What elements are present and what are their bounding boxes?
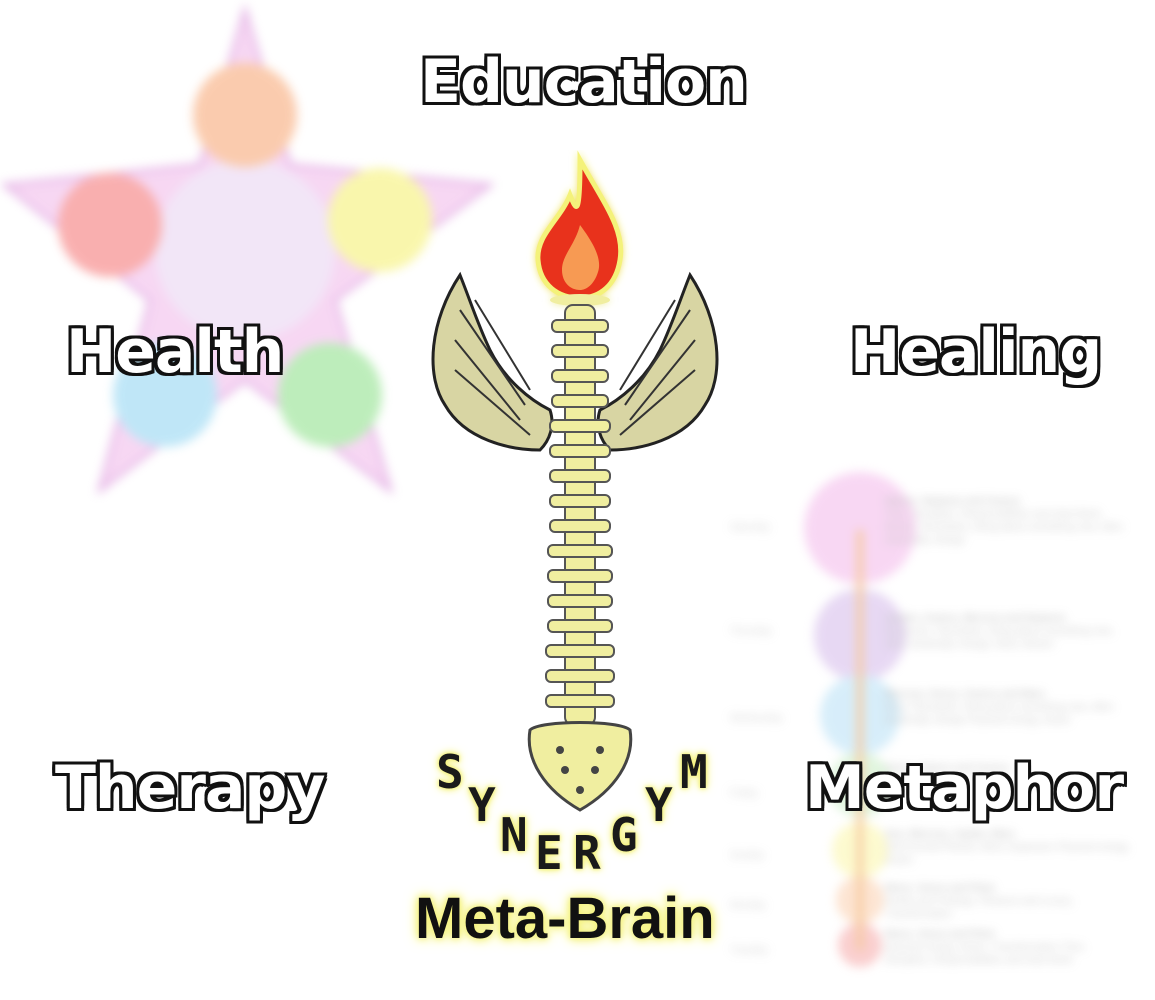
spine-icon (527, 304, 633, 812)
brand-letter: G (610, 808, 638, 862)
planet-circles (804, 472, 916, 967)
planet-entry: Jupiter, Uranus, Mercury and Neptune Exp… (885, 612, 1130, 651)
brand-letter: N (500, 808, 528, 862)
brand-letter: Y (468, 778, 496, 832)
star-diagram (0, 0, 500, 500)
planet-entry-text: Expansion, Revolution, Bring about somet… (885, 626, 1114, 650)
label-metaphor: Metaphor (805, 753, 1124, 823)
planet-entry-title: Moon, Venus and Pluto (885, 883, 995, 894)
right-wing-icon (596, 271, 719, 452)
planet-entry: Sun, Mercury, Jupiter, Mars Self (Centra… (885, 828, 1130, 867)
day-label: Tuesday (730, 945, 768, 956)
flame-icon (535, 150, 624, 306)
planet-entry: Mercury, Venus, Uranus and Mars Mind, Re… (885, 688, 1130, 727)
planet-entry-title: Saturn, Neptune and Uranus (885, 496, 1021, 507)
tagline: Meta-Brain (415, 886, 715, 951)
star-diagram-graphic (0, 2, 496, 496)
planet-chart: Saturday Thursday Wednesday Friday Sunda… (720, 470, 1155, 990)
day-label: Saturday (730, 522, 771, 533)
brand-letter: R (573, 826, 601, 880)
label-education: Education (420, 47, 748, 117)
day-label: Thursday (730, 626, 772, 637)
planet-entry-title: Mercury, Venus, Uranus and Mars (885, 689, 1045, 700)
day-label: Friday (730, 788, 758, 799)
planet-entry-text: physical energy, Action, Transformation … (885, 942, 1087, 966)
label-healing: Healing (850, 317, 1102, 387)
day-label: Wednesday (730, 713, 783, 724)
planet-entry-title: Sun, Mercury, Jupiter, Mars (885, 829, 1015, 840)
brand-letter: Y (645, 778, 673, 832)
planet-entry: Moon, Venus and Pluto physical energy, A… (885, 928, 1130, 967)
planet-entry-title: Jupiter, Uranus, Mercury and Neptune (885, 613, 1066, 624)
planet-entry: Saturn, Neptune and Uranus Time, Discipl… (885, 495, 1130, 547)
spine-emblem (431, 150, 719, 812)
label-health: Health (66, 317, 284, 387)
planet-entry: Venus, Saturn and Uranus (885, 762, 1130, 775)
planet-entry-text: Needs and Feelings, Pleasure and Luxury,… (885, 896, 1074, 920)
day-label: Monday (730, 900, 766, 911)
planet-entry-text: Self (Central Planet), Mind, Expansion P… (885, 842, 1130, 866)
brand-letter: E (535, 826, 563, 880)
left-wing-icon (431, 271, 554, 452)
label-therapy: Therapy (55, 753, 325, 823)
planet-entry-title: Moon, Venus and Pluto (885, 929, 995, 940)
planet-entry-text: Mind, Revolution, Bring about something … (885, 702, 1114, 726)
brand-letter: M (680, 745, 708, 799)
day-label: Sunday (730, 850, 764, 861)
planet-entry: Moon, Venus and Pluto Needs and Feelings… (885, 882, 1130, 921)
planet-entry-text: Time, Discipline, Responsibilities and H… (885, 509, 1123, 546)
brand-letter: S (436, 745, 464, 799)
planet-entry-title: Venus, Saturn and Uranus (885, 763, 1010, 774)
